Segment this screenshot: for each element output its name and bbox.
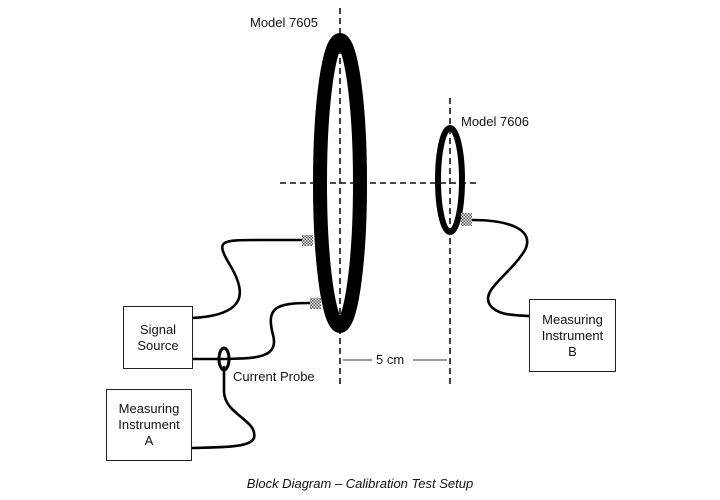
block-text-line: Source — [137, 337, 179, 353]
block-text-line: Instrument — [118, 417, 180, 432]
diagram-caption: Block Diagram – Calibration Test Setup — [246, 476, 474, 491]
block-measuring-instrument-b[interactable]: Measuring Instrument B — [529, 299, 616, 372]
current-probe[interactable] — [217, 346, 231, 372]
loop-antenna-7605[interactable] — [313, 33, 367, 333]
block-text-line: Signal — [139, 321, 177, 337]
block-text-line: Measuring — [542, 311, 603, 327]
block-text-line: A — [144, 433, 154, 448]
block-text-line: Measuring — [118, 401, 180, 416]
label-model-7606: Model 7606 — [461, 114, 529, 129]
cable-7606-to-instrument-b — [471, 218, 531, 318]
block-measuring-instrument-a[interactable]: Measuring Instrument A — [106, 389, 192, 461]
connector-7605-lower — [310, 298, 321, 309]
connector-7605-upper — [302, 235, 313, 246]
cable-source-to-7605-lower — [192, 301, 311, 361]
connector-7606 — [461, 213, 472, 226]
label-current-probe: Current Probe — [233, 369, 315, 384]
loop-antenna-7606[interactable] — [435, 125, 465, 235]
cable-source-to-7605-upper — [191, 238, 302, 320]
label-model-7605: Model 7605 — [250, 15, 318, 30]
block-text-line: B — [568, 343, 577, 359]
block-text-line: Instrument — [541, 327, 604, 343]
label-distance: 5 cm — [376, 352, 405, 367]
cable-probe-to-instrument-a — [191, 366, 256, 450]
block-signal-source[interactable]: Signal Source — [123, 306, 193, 369]
